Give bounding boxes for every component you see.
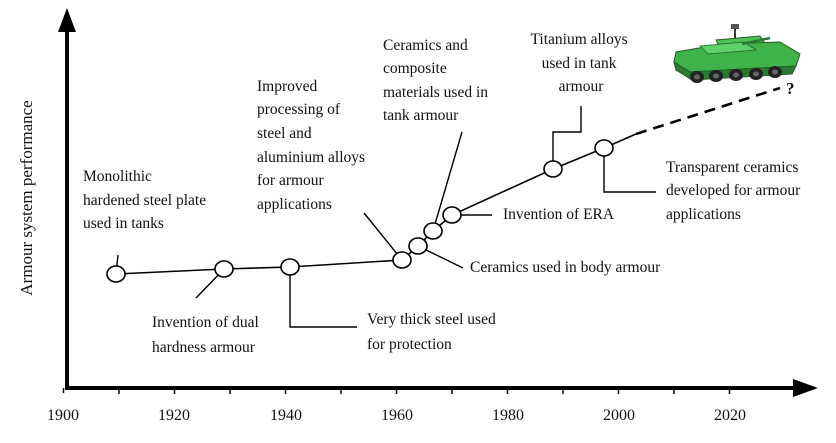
- label-improved-processing: Improved processing of steel and alumini…: [257, 78, 369, 213]
- performance-trend-line: [115, 133, 637, 275]
- label-dual-hardness: Invention of dual hardness armour: [152, 314, 263, 356]
- x-tick-label-1940: 1940: [270, 407, 302, 424]
- label-monolithic-steel: Monolithic hardened steel plate used in …: [83, 168, 210, 232]
- label-ceramics-body-armour: Ceramics used in body armour: [470, 259, 661, 276]
- milestone-node: [594, 139, 614, 157]
- projected-trend-dashed-line: [635, 86, 781, 136]
- y-axis-arrowhead: [58, 8, 76, 32]
- milestone-node: [392, 251, 412, 269]
- y-axis-label: Armour system performance: [17, 100, 36, 295]
- projection-question-mark: ?: [786, 79, 795, 98]
- leader-line-improved-processing: [363, 212, 403, 261]
- label-transparent-ceramics: Transparent ceramics developed for armou…: [666, 159, 804, 223]
- x-tick-label-2020: 2020: [714, 407, 746, 424]
- milestone-node: [280, 258, 300, 276]
- milestone-node: [106, 265, 126, 283]
- x-tick-label-1900: 1900: [47, 407, 79, 424]
- milestone-node: [214, 260, 234, 278]
- milestone-node: [423, 222, 443, 240]
- milestone-node: [408, 237, 428, 255]
- leader-line-transparent-ceramics: [603, 148, 656, 193]
- leader-line-ceramics-composite: [432, 131, 463, 232]
- x-axis-arrowhead: [793, 379, 818, 397]
- milestone-node: [543, 160, 563, 178]
- x-tick-label-1920: 1920: [158, 407, 190, 424]
- x-axis-ticks: [62, 388, 731, 394]
- x-tick-label-1960: 1960: [381, 407, 413, 424]
- milestone-node: [442, 206, 462, 224]
- leader-line-thick-steel: [289, 267, 357, 328]
- label-titanium: Titanium alloys used in tank armour: [530, 31, 631, 95]
- label-era: Invention of ERA: [503, 206, 615, 223]
- x-tick-label-2000: 2000: [603, 407, 635, 424]
- label-ceramics-composite: Ceramics and composite materials used in…: [383, 37, 492, 124]
- armoured-vehicle-icon: [673, 24, 801, 83]
- leader-line-titanium: [552, 106, 582, 169]
- label-thick-steel: Very thick steel used for protection: [367, 311, 500, 353]
- x-tick-label-1980: 1980: [492, 407, 524, 424]
